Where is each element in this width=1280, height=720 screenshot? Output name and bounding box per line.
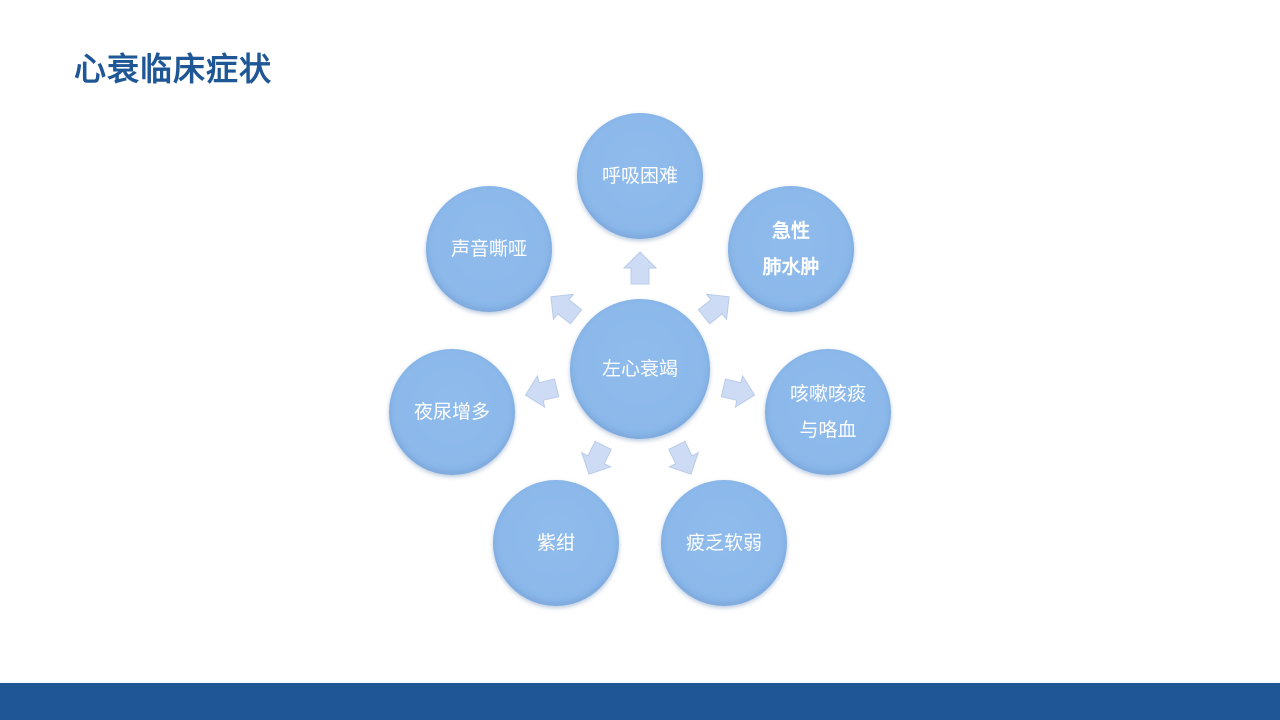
node-dyspnea: 呼吸困难 [577,113,703,239]
arrow-to-node-7 [540,283,587,330]
node-label: 疲乏软弱 [685,532,762,554]
footer-bar [0,683,1280,720]
slide-title: 心衰临床症状 [74,50,273,88]
center-label: 左心衰竭 [601,358,678,380]
node-acute-pulmonary-edema: 急性 肺水肿 [728,186,854,312]
arrow-to-node-3 [719,371,759,412]
node-cough-hemoptysis: 咳嗽咳痰 与咯血 [765,349,891,475]
node-label: 咳嗽咳痰 [789,383,866,405]
node-label: 声音嘶哑 [450,238,527,260]
node-label: 紫绀 [536,532,575,554]
node-label: 呼吸困难 [601,165,678,187]
node-nocturia: 夜尿增多 [389,349,515,475]
node-label: 肺水肿 [762,256,820,278]
node-hoarseness: 声音嘶哑 [426,186,552,312]
node-cyanosis: 紫绀 [493,480,619,606]
arrow-to-node-6 [521,371,561,412]
arrow-to-node-5 [574,437,619,482]
center-node: 左心衰竭 [570,299,710,439]
node-label: 急性 [771,220,810,242]
arrow-to-node-1 [623,251,657,285]
node-label: 夜尿增多 [413,401,490,423]
node-fatigue: 疲乏软弱 [661,480,787,606]
node-label: 与咯血 [799,419,857,441]
arrow-to-node-2 [693,283,740,330]
arrow-to-node-4 [661,437,706,482]
